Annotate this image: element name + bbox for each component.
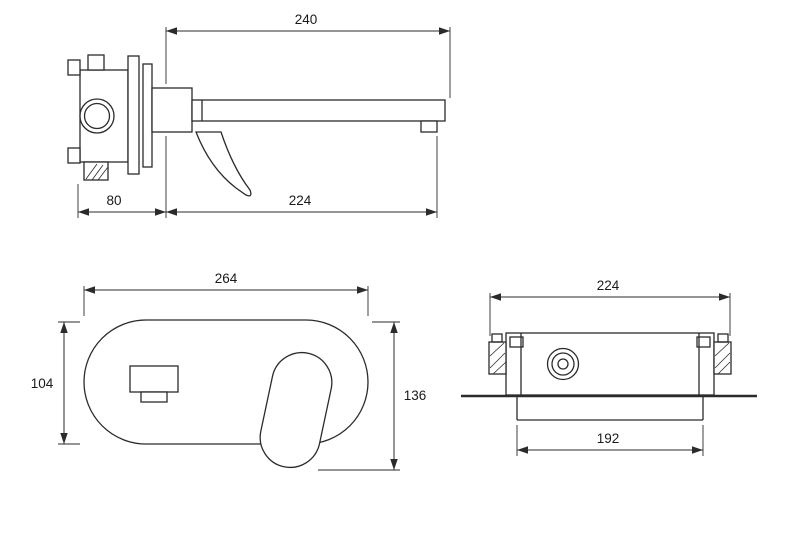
spout-arm [191,99,446,122]
dimension-104: 104 [31,321,80,445]
dim-label-224-side: 224 [289,193,312,208]
concealed-body [505,332,715,396]
dim-label-80: 80 [106,193,121,208]
dim-label-224-plan: 224 [597,278,620,293]
spout-hub [151,87,193,133]
bracket-right [713,333,732,375]
front-view-drawing: 264 104 136 [31,271,427,471]
dimension-80: 80 [77,136,167,218]
dim-label-240: 240 [295,12,318,27]
dimension-224-side: 224 [166,136,438,218]
plan-view-drawing: 224 192 [461,278,757,456]
dimension-224-plan: 224 [489,278,731,336]
dimension-264: 264 [83,271,369,316]
dim-label-192: 192 [597,431,620,446]
outlet-circle [546,347,580,381]
dimension-136: 136 [318,321,427,471]
spout [151,87,446,133]
dimension-192: 192 [516,425,704,456]
spout-outlet [129,365,179,403]
dimension-240: 240 [165,12,451,98]
valve-body [67,54,129,181]
handle-lever [195,131,252,197]
dim-label-136: 136 [404,388,427,403]
handle-front [259,351,333,469]
hatch-lines [85,163,109,181]
recessed-housing [516,397,704,421]
dim-label-104: 104 [31,376,54,391]
bracket-left [488,333,507,375]
escutcheon-plates [127,55,153,175]
side-view-drawing: 240 80 224 [67,12,451,218]
aerator-nozzle [420,120,438,133]
dim-label-264: 264 [215,271,238,286]
